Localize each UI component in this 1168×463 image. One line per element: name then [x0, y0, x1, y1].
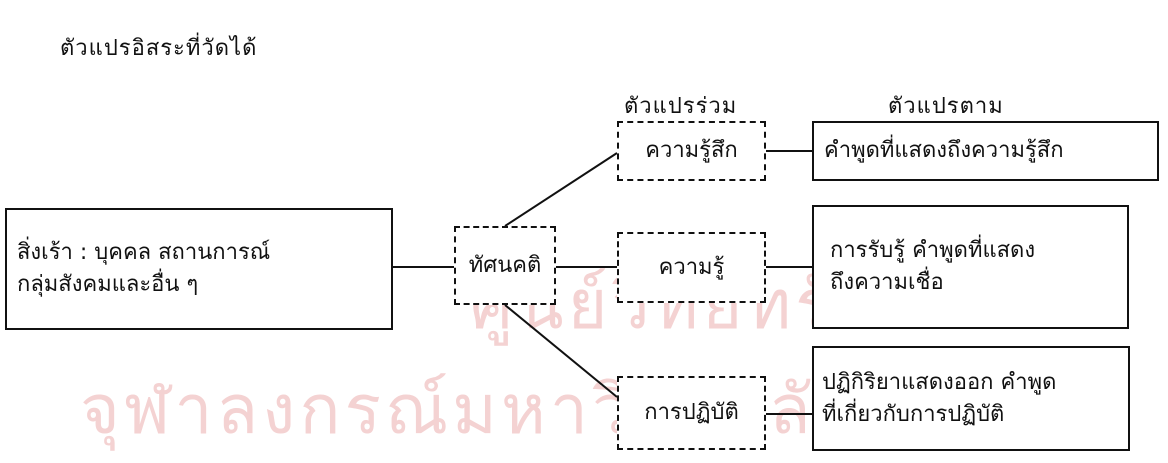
line-attitude-behavior — [504, 304, 618, 398]
behavior-outcome-box: ปฏิกิริยาแสดงออก คำพูด ที่เกี่ยวกับการปฏ… — [812, 346, 1130, 451]
attitude-label: ทัศนคติ — [468, 252, 542, 278]
affect-box: ความรู้สึก — [617, 121, 766, 181]
behavior-outcome-line-1: ปฏิกิริยาแสดงออก คำพูด — [822, 369, 1057, 395]
cognition-box: ความรู้ — [617, 232, 766, 303]
affect-outcome-box: คำพูดที่แสดงถึงความรู้สึก — [812, 121, 1159, 181]
affect-outcome-text: คำพูดที่แสดงถึงความรู้สึก — [824, 138, 1064, 164]
behavior-label: การปฏิบัติ — [644, 400, 739, 426]
behavior-box: การปฏิบัติ — [617, 376, 766, 450]
stimulus-text-line-1: สิ่งเร้า : บุคคล สถานการณ์ — [17, 240, 271, 266]
cognition-outcome-line-2: ถึงความเชื่อ — [830, 270, 944, 295]
affect-label: ความรู้สึก — [645, 138, 738, 164]
behavior-outcome-line-2: ที่เกี่ยวกับการปฏิบัติ — [822, 401, 1005, 427]
cognition-outcome-line-1: การรับรู้ คำพูดที่แสดง — [830, 238, 1036, 264]
dependent-variable-heading: ตัวแปรตาม — [888, 94, 1004, 119]
cognition-label: ความรู้ — [658, 254, 725, 280]
intervening-variable-heading: ตัวแปรร่วม — [624, 94, 738, 119]
line-attitude-affect — [504, 152, 618, 227]
stimulus-box: สิ่งเร้า : บุคคล สถานการณ์ กลุ่มสังคมและ… — [5, 208, 393, 330]
stimulus-text-line-2: กลุ่มสังคมและอื่น ๆ — [17, 272, 199, 297]
cognition-outcome-box: การรับรู้ คำพูดที่แสดง ถึงความเชื่อ — [812, 205, 1129, 329]
independent-variable-heading: ตัวแปรอิสระที่วัดได้ — [60, 36, 258, 61]
attitude-box: ทัศนคติ — [454, 226, 556, 305]
